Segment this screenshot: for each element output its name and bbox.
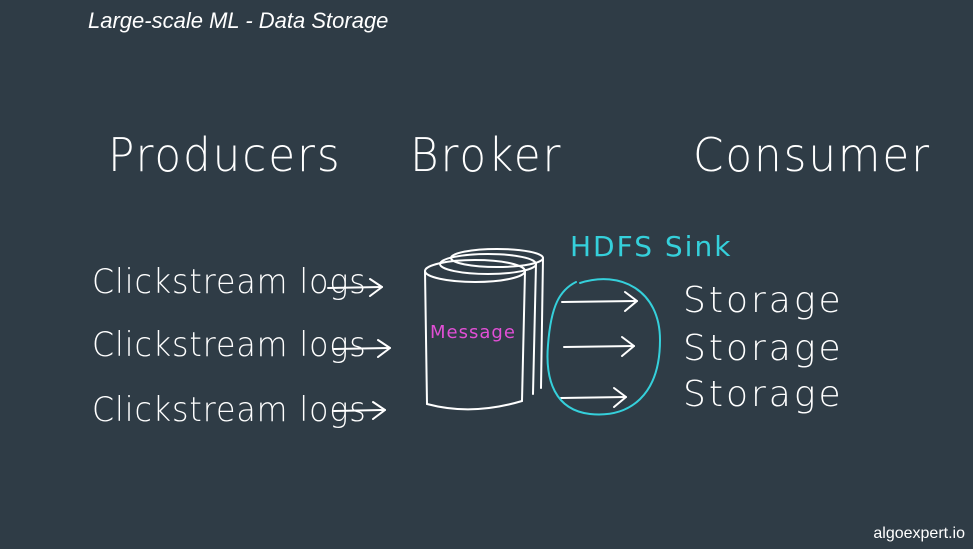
slide-title: Large-scale ML - Data Storage bbox=[88, 8, 389, 33]
storage-label-3: Storage bbox=[683, 374, 844, 415]
sink-arrow-3 bbox=[560, 387, 627, 408]
broker-cylinder-front bbox=[424, 259, 526, 411]
sink-loop bbox=[546, 278, 662, 416]
producer-arrow-1 bbox=[327, 278, 383, 297]
producer-arrow-2 bbox=[333, 339, 391, 358]
hdfs-sink-label: HDFS Sink bbox=[570, 230, 733, 263]
message-label: Message bbox=[430, 322, 516, 343]
producers-header: Producers bbox=[108, 128, 342, 182]
broker-header: Broker bbox=[410, 128, 563, 182]
sink-arrow-1 bbox=[561, 291, 638, 312]
watermark: algoexpert.io bbox=[873, 525, 965, 542]
producer-label-2: Clickstream logs bbox=[92, 325, 367, 365]
producer-label-3: Clickstream logs bbox=[92, 390, 367, 430]
consumer-header: Consumer bbox=[693, 128, 932, 182]
storage-label-1: Storage bbox=[683, 280, 844, 321]
producer-label-1: Clickstream logs bbox=[92, 262, 367, 302]
storage-label-2: Storage bbox=[683, 328, 844, 369]
producer-arrow-3 bbox=[333, 401, 386, 420]
sink-arrow-2 bbox=[563, 336, 635, 357]
